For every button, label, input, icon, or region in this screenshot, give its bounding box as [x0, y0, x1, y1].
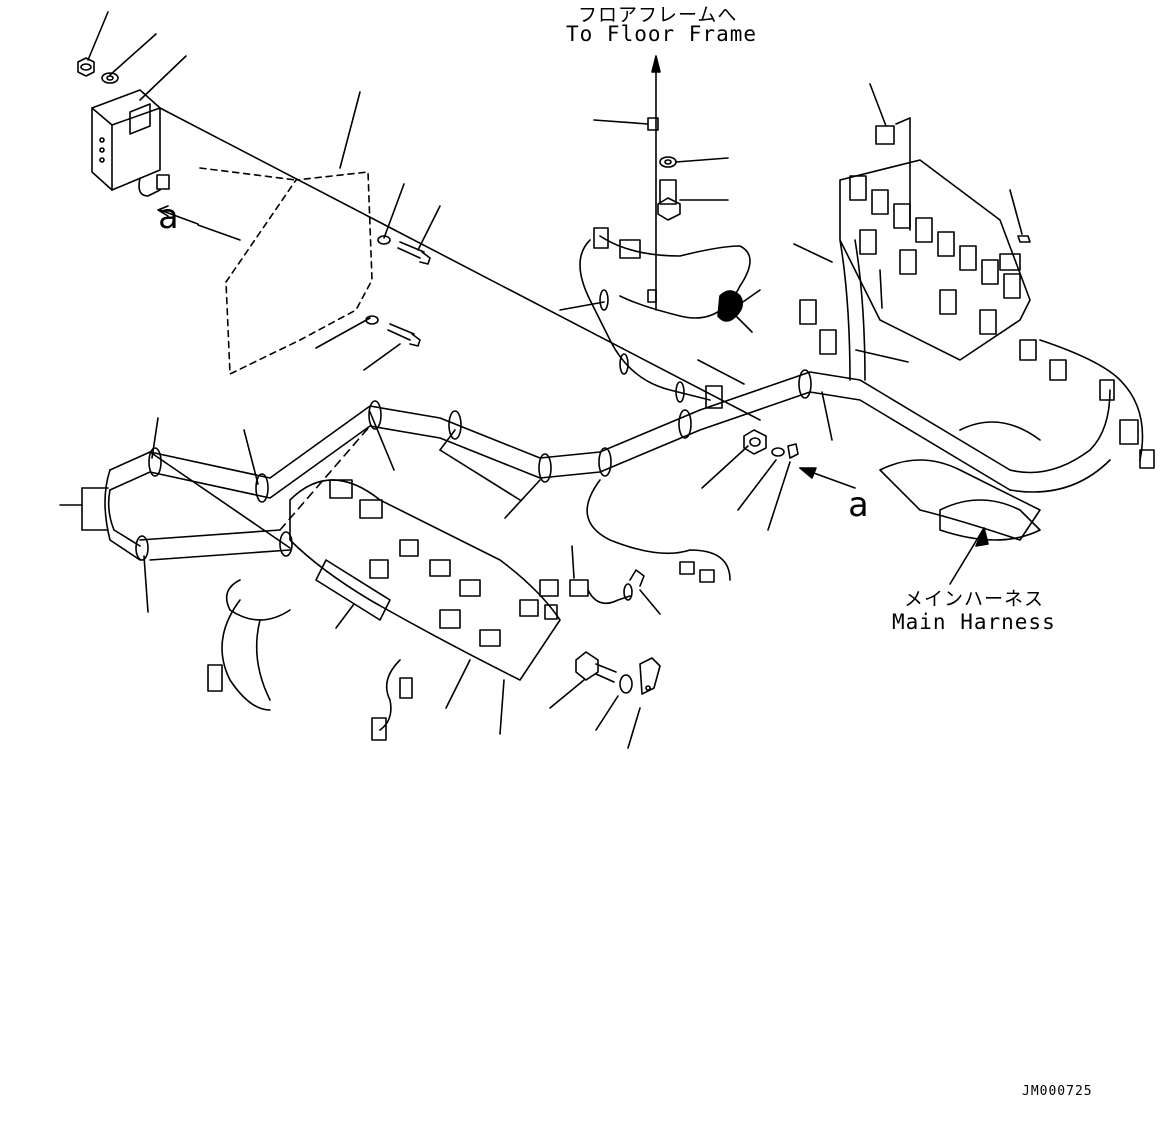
nut: [77, 57, 95, 77]
upper-harness: [579, 227, 751, 409]
controller-box: [91, 89, 170, 197]
callout-a-right: a: [848, 485, 868, 525]
washer: [101, 72, 119, 84]
floor-frame-label-jp: フロアフレームへ: [578, 4, 738, 26]
main-harness-label-en: Main Harness: [892, 610, 1056, 634]
sensor: [569, 569, 645, 605]
drawing-id: JM000725: [1022, 1084, 1093, 1099]
main-harness-label-jp: メインハーネス: [904, 588, 1045, 610]
main-harness-right: [879, 339, 1155, 541]
mounting-plate: [199, 167, 373, 375]
bolt: [365, 235, 431, 347]
connector-cluster-lower: [207, 479, 561, 741]
main-harness-tube: [104, 371, 1011, 561]
callout-a-left: a: [158, 197, 178, 237]
nut-right: [743, 429, 799, 459]
clamp: [135, 369, 812, 561]
bolt-lower: [575, 651, 661, 695]
floor-frame-label-en: To Floor Frame: [566, 22, 758, 46]
floor-frame-hardware: [647, 117, 681, 221]
relay-block: [799, 125, 1067, 381]
